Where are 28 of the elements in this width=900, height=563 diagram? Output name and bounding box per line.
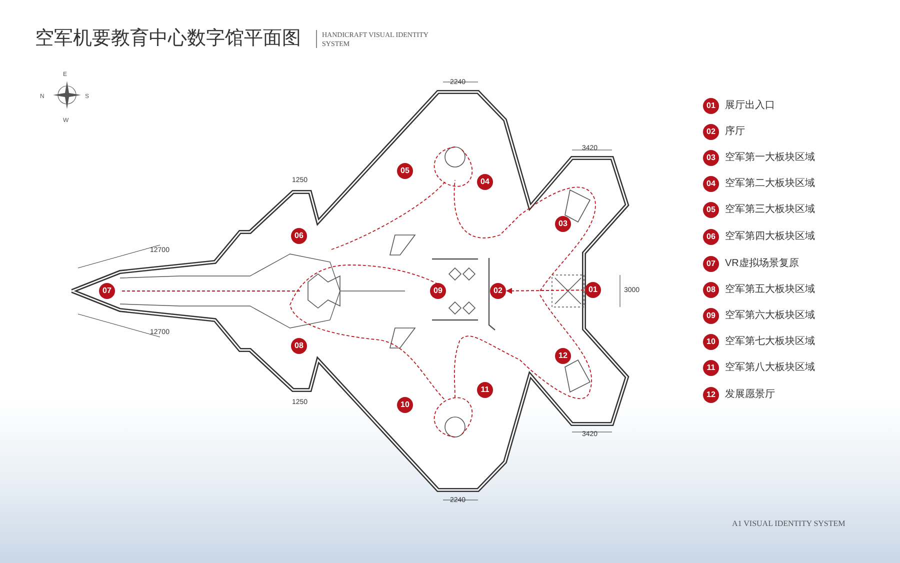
legend-text: 空军第二大板块区域 (725, 178, 815, 190)
title: 空军机要教育中心数字馆平面图 (35, 27, 301, 51)
number-marker: 07 (703, 256, 719, 272)
legend-text: 空军第三大板块区域 (725, 204, 815, 216)
legend-text: 序厅 (725, 126, 745, 138)
number-marker: 03 (703, 150, 719, 166)
legend-text: 空军第一大板块区域 (725, 152, 815, 164)
legend-text: 空军第六大板块区域 (725, 310, 815, 322)
legend-text: 发展愿景厅 (725, 389, 775, 401)
subtitle: A1 VISUAL IDENTITY SYSTEM (732, 518, 846, 530)
legend-text: 空军第七大板块区域 (725, 336, 815, 348)
number-marker: 04 (703, 176, 719, 192)
number-marker: 01 (585, 282, 601, 298)
number-marker: 09 (703, 308, 719, 324)
number-marker: 12 (703, 387, 719, 403)
number-marker: 08 (703, 282, 719, 298)
flow-arrow (506, 288, 584, 294)
legend-text: 空军第八大板块区域 (725, 362, 815, 374)
number-marker: 11 (703, 360, 719, 376)
number-marker: 05 (703, 202, 719, 218)
number-marker: 10 (703, 334, 719, 350)
number-marker: 06 (703, 229, 719, 245)
legend-text: 展厅出入口 (725, 100, 775, 112)
legend-text: 空军第五大板块区域 (725, 284, 815, 296)
legend-text: 空军第四大板块区域 (725, 231, 815, 243)
number-marker: 01 (703, 98, 719, 114)
number-marker: 02 (703, 124, 719, 140)
legend-text: VR虚拟场景复原 (725, 258, 799, 270)
